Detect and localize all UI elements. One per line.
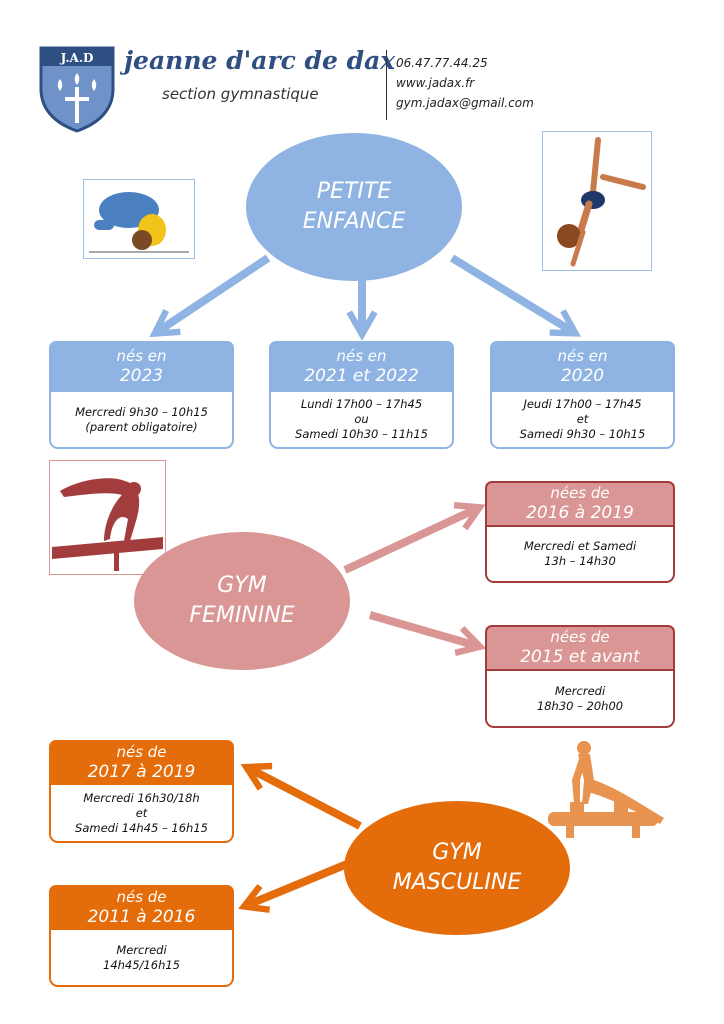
gym-feminine-title-l2: FEMININE	[189, 603, 295, 628]
svg-text:J.A.D: J.A.D	[60, 51, 94, 65]
group-schedule-2016-2019: Mercredi et Samedi 13h – 14h30	[485, 527, 675, 583]
group-schedule-2020: Jeudi 17h00 – 17h45 et Samedi 9h30 – 10h…	[490, 392, 675, 449]
gym-feminine-oval: GYM FEMININE	[134, 532, 350, 670]
phone-number: 06.47.77.44.25	[396, 56, 488, 70]
club-logo: J.A.D	[38, 45, 116, 133]
group-header-2023: nés en 2023	[49, 341, 234, 392]
arrow-to-2015-avant	[368, 611, 487, 656]
club-name: jeanne d'arc de dax	[124, 46, 396, 75]
arrow-to-2023	[149, 254, 271, 338]
gymnast-beam-silhouette	[49, 460, 166, 575]
group-schedule-2023: Mercredi 9h30 – 10h15 (parent obligatoir…	[49, 392, 234, 449]
arrow-to-2011-2016	[238, 858, 354, 913]
petite-enfance-title-l1: PETITE	[316, 179, 392, 204]
section-name: section gymnastique	[162, 85, 319, 103]
group-schedule-2017-2019: Mercredi 16h30/18h et Samedi 14h45 – 16h…	[49, 785, 234, 843]
pommel-horse-silhouette	[544, 740, 668, 840]
gym-masculine-title-l1: GYM	[432, 840, 482, 865]
group-schedule-2011-2016: Mercredi 14h45/16h15	[49, 930, 234, 987]
email-link[interactable]: gym.jadax@gmail.com	[396, 96, 534, 110]
gym-feminine-title-l1: GYM	[217, 573, 267, 598]
group-header-2020: nés en 2020	[490, 341, 675, 392]
child-cartwheel-illustration	[542, 131, 652, 271]
group-header-2016-2019: nées de 2016 à 2019	[485, 481, 675, 527]
arrow-to-2016-2019	[343, 501, 486, 574]
gym-masculine-arrows	[238, 762, 362, 913]
gym-feminine-arrows	[343, 501, 487, 656]
petite-enfance-oval: PETITE ENFANCE	[246, 133, 462, 281]
group-schedule-2021-2022: Lundi 17h00 – 17h45 ou Samedi 10h30 – 11…	[269, 392, 454, 449]
group-header-2011-2016: nés de 2011 à 2016	[49, 885, 234, 930]
header-divider	[386, 50, 387, 120]
group-schedule-2015-avant: Mercredi 18h30 – 20h00	[485, 671, 675, 728]
gym-masculine-oval: GYM MASCULINE	[344, 801, 570, 935]
group-header-2021-2022: nés en 2021 et 2022	[269, 341, 454, 392]
group-header-2017-2019: nés de 2017 à 2019	[49, 740, 234, 785]
website-link[interactable]: www.jadax.fr	[396, 76, 475, 90]
group-header-2015-avant: nées de 2015 et avant	[485, 625, 675, 671]
toddler-roll-illustration	[83, 179, 195, 259]
gym-masculine-title-l2: MASCULINE	[392, 870, 522, 895]
arrow-to-2017-2019	[240, 762, 362, 830]
arrow-to-2020	[449, 254, 581, 337]
petite-enfance-title-l2: ENFANCE	[302, 209, 406, 234]
